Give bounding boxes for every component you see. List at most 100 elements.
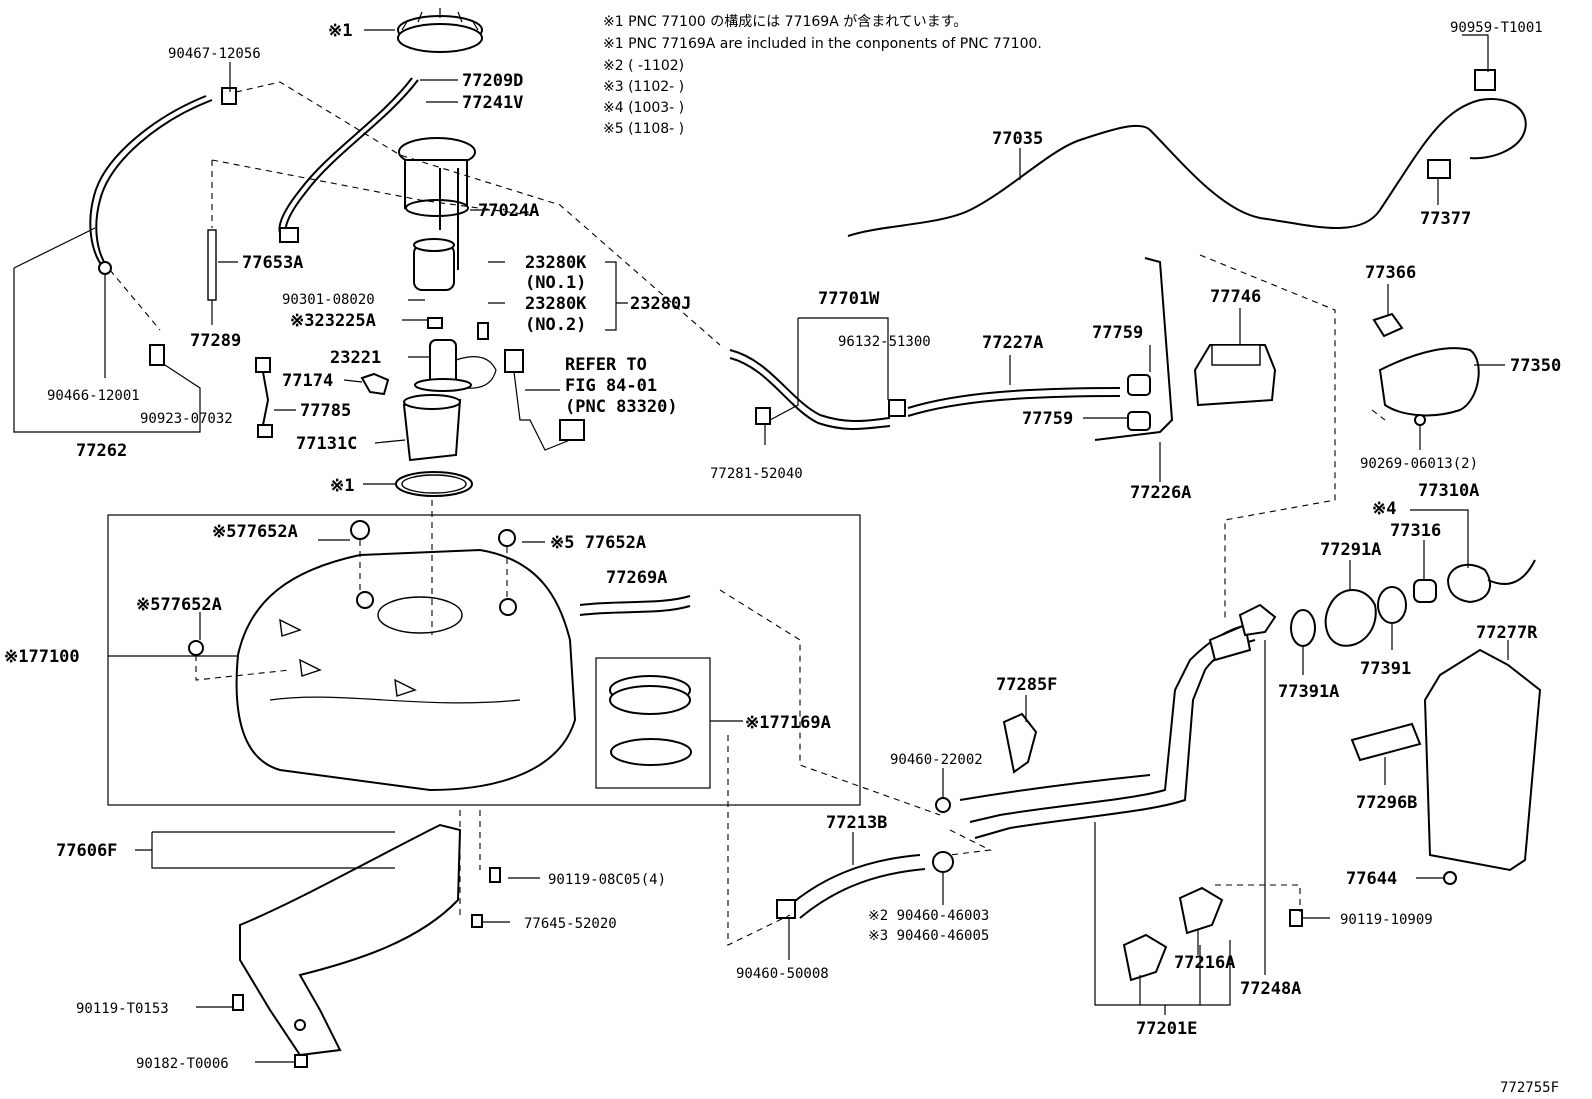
label-77227A: 77227A bbox=[982, 333, 1043, 353]
gasket-77316-icon bbox=[1413, 579, 1437, 603]
label-77131C: 77131C bbox=[296, 434, 357, 454]
label-refer-line1: REFER TO bbox=[565, 355, 647, 375]
label-77100: ※177100 bbox=[4, 647, 80, 667]
label-77285F: 77285F bbox=[996, 675, 1057, 695]
label-90182-T0006: 90182-T0006 bbox=[136, 1056, 229, 1072]
gasket-77169A-icon bbox=[610, 738, 692, 766]
hose-77759-a-icon bbox=[1127, 374, 1151, 396]
label-77209D: 77209D bbox=[462, 71, 523, 91]
label-90460-50008: 90460-50008 bbox=[736, 966, 829, 982]
note-line-3: ※2 ( -1102) bbox=[603, 58, 684, 74]
label-90460-22002: 90460-22002 bbox=[890, 752, 983, 768]
sub-assembly-frame bbox=[595, 657, 711, 789]
label-77281-52040: 77281-52040 bbox=[710, 466, 803, 482]
note-line-6: ※5 (1108- ) bbox=[603, 121, 684, 137]
label-77653A: 77653A bbox=[242, 253, 303, 273]
label-77701W: 77701W bbox=[818, 289, 880, 309]
label-77391: 77391 bbox=[1360, 659, 1411, 679]
label-77277R: 77277R bbox=[1476, 623, 1538, 643]
label-90119-10909: 90119-10909 bbox=[1340, 912, 1433, 928]
note-line-1: ※1 PNC 77100 の構成には 77169A が含まれています。 bbox=[603, 14, 967, 30]
hose-77759-b-icon bbox=[1127, 411, 1151, 431]
hose-77227A-icon bbox=[907, 387, 1121, 409]
figure-number: 772755F bbox=[1500, 1080, 1559, 1096]
label-23225A: ※323225A bbox=[290, 311, 376, 331]
fuel-tank-icon bbox=[235, 548, 577, 792]
leader-lines bbox=[13, 29, 1509, 1063]
label-77226A: 77226A bbox=[1130, 483, 1191, 503]
tube-77653A-icon bbox=[207, 229, 217, 301]
clamp-90460-46003-icon bbox=[932, 851, 954, 873]
label-77174: 77174 bbox=[282, 371, 333, 391]
ring-77391A-icon bbox=[1290, 609, 1316, 647]
label-23280K-2: 23280K bbox=[525, 294, 587, 314]
label-77350: 77350 bbox=[1510, 356, 1561, 376]
label-x1-ring: ※1 bbox=[330, 476, 354, 496]
note-line-5: ※4 (1003- ) bbox=[603, 100, 684, 116]
protector-77606F-icon bbox=[239, 823, 462, 1057]
bolt-90119-10909-icon bbox=[1289, 909, 1303, 927]
dashed-leader-lines bbox=[109, 81, 1386, 946]
label-77644: 77644 bbox=[1346, 869, 1397, 889]
label-77289: 77289 bbox=[190, 331, 241, 351]
label-77652A-b: ※5 77652A bbox=[550, 533, 646, 553]
bracket-77248A-icon bbox=[1238, 603, 1277, 637]
fuel-lid-77350-icon bbox=[1378, 347, 1480, 417]
cable-77035-icon bbox=[847, 98, 1527, 237]
label-90466-12001: 90466-12001 bbox=[47, 388, 140, 404]
clamp-96132-icon bbox=[888, 399, 906, 417]
label-refer-line3: (PNC 83320) bbox=[565, 397, 678, 417]
label-77035: 77035 bbox=[992, 129, 1043, 149]
label-x4: ※4 bbox=[1372, 499, 1396, 519]
hose-77262-icon bbox=[95, 99, 213, 269]
label-77213B: 77213B bbox=[826, 813, 887, 833]
clamp-90467-icon bbox=[221, 87, 237, 105]
label-77645-52020: 77645-52020 bbox=[524, 916, 617, 932]
label-90923-07032: 90923-07032 bbox=[140, 411, 233, 427]
screw-90269-icon bbox=[1414, 414, 1426, 426]
label-77216A: 77216A bbox=[1174, 953, 1235, 973]
fuel-pump-assembly-icon bbox=[398, 137, 476, 291]
clamp-90460-22002-icon bbox=[935, 797, 951, 813]
label-77652A-a: ※577652A bbox=[212, 522, 298, 542]
part-labels: ※1 90467-12056 77209D 77241V 77024A 7765… bbox=[4, 20, 1561, 1096]
label-90460-46005: ※3 90460-46005 bbox=[868, 928, 989, 944]
hose-77209D-icon bbox=[278, 77, 413, 241]
notes-block: ※1 PNC 77100 の構成には 77169A が含まれています。 ※1 P… bbox=[603, 14, 1042, 137]
label-90467-12056: 90467-12056 bbox=[168, 46, 261, 62]
label-77377: 77377 bbox=[1420, 209, 1471, 229]
bracket-77216A-b-icon bbox=[1178, 886, 1224, 935]
label-77269A: 77269A bbox=[606, 568, 667, 588]
label-90119-08C05: 90119-08C05(4) bbox=[548, 872, 666, 888]
label-77759-a: 77759 bbox=[1092, 323, 1143, 343]
hose-77701W-icon bbox=[729, 349, 891, 423]
label-77759-b: 77759 bbox=[1022, 409, 1073, 429]
valve-90923-icon bbox=[149, 344, 165, 366]
label-77248A: 77248A bbox=[1240, 979, 1301, 999]
clamp-90460-50008-icon bbox=[776, 899, 796, 919]
label-77024A: 77024A bbox=[478, 201, 539, 221]
label-refer-line2: FIG 84-01 bbox=[565, 376, 657, 396]
note-line-2: ※1 PNC 77169A are included in the conpon… bbox=[603, 36, 1042, 52]
clip-77174-icon bbox=[360, 372, 390, 396]
label-90269-06013: 90269-06013(2) bbox=[1360, 456, 1478, 472]
label-77316: 77316 bbox=[1390, 521, 1441, 541]
filter-23225A-icon bbox=[427, 317, 443, 329]
note-line-4: ※3 (1102- ) bbox=[603, 79, 684, 95]
bolt-90119-T0153-icon bbox=[232, 994, 244, 1011]
fuel-cap-77310A-icon bbox=[1446, 563, 1491, 604]
label-no2: (NO.2) bbox=[525, 315, 586, 335]
fuel-tank-group-frame bbox=[107, 514, 861, 806]
sender-gauge-icon bbox=[504, 349, 585, 451]
ring-77391-icon bbox=[1377, 586, 1407, 624]
bracket-77296B-icon bbox=[1350, 722, 1422, 762]
part-drawings bbox=[89, 8, 1542, 1068]
label-90460-46003: ※2 90460-46003 bbox=[868, 908, 989, 924]
label-77366: 77366 bbox=[1365, 263, 1416, 283]
label-23221: 23221 bbox=[330, 348, 381, 368]
label-x1-top: ※1 bbox=[328, 21, 352, 41]
label-23280K-1: 23280K bbox=[525, 253, 587, 273]
canister-77746-icon bbox=[1193, 344, 1277, 407]
pipe-77226A-icon bbox=[1094, 257, 1174, 441]
